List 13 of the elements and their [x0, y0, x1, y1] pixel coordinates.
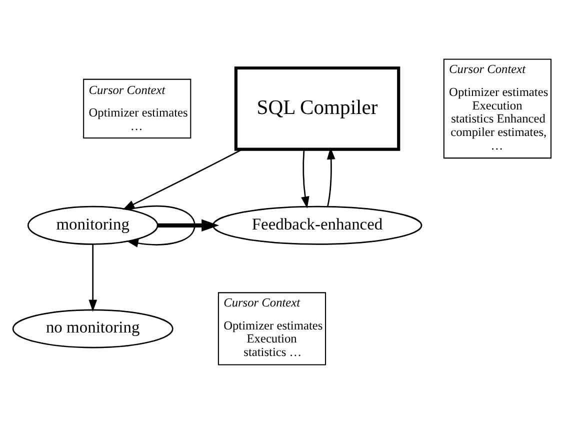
node-box: Cursor Context Optimizer estimates Execution statistics Enhanced compiler estimates, …	[443, 58, 552, 158]
arrow	[326, 146, 336, 206]
node-box: Cursor Context Optimizer estimates …	[83, 78, 192, 138]
arrow	[126, 204, 196, 247]
arrow	[88, 244, 98, 312]
node-ellipse: no monitoring	[12, 308, 174, 348]
arrow	[122, 148, 242, 210]
node-ellipse: monitoring	[27, 205, 158, 244]
node-box: SQL Compiler	[234, 66, 400, 150]
arrow	[301, 148, 310, 208]
arrow	[158, 218, 220, 232]
node-ellipse: Feedback-enhanced	[212, 205, 422, 244]
node-box: Cursor Context Optimizer estimates Execution statistics …	[218, 292, 326, 365]
